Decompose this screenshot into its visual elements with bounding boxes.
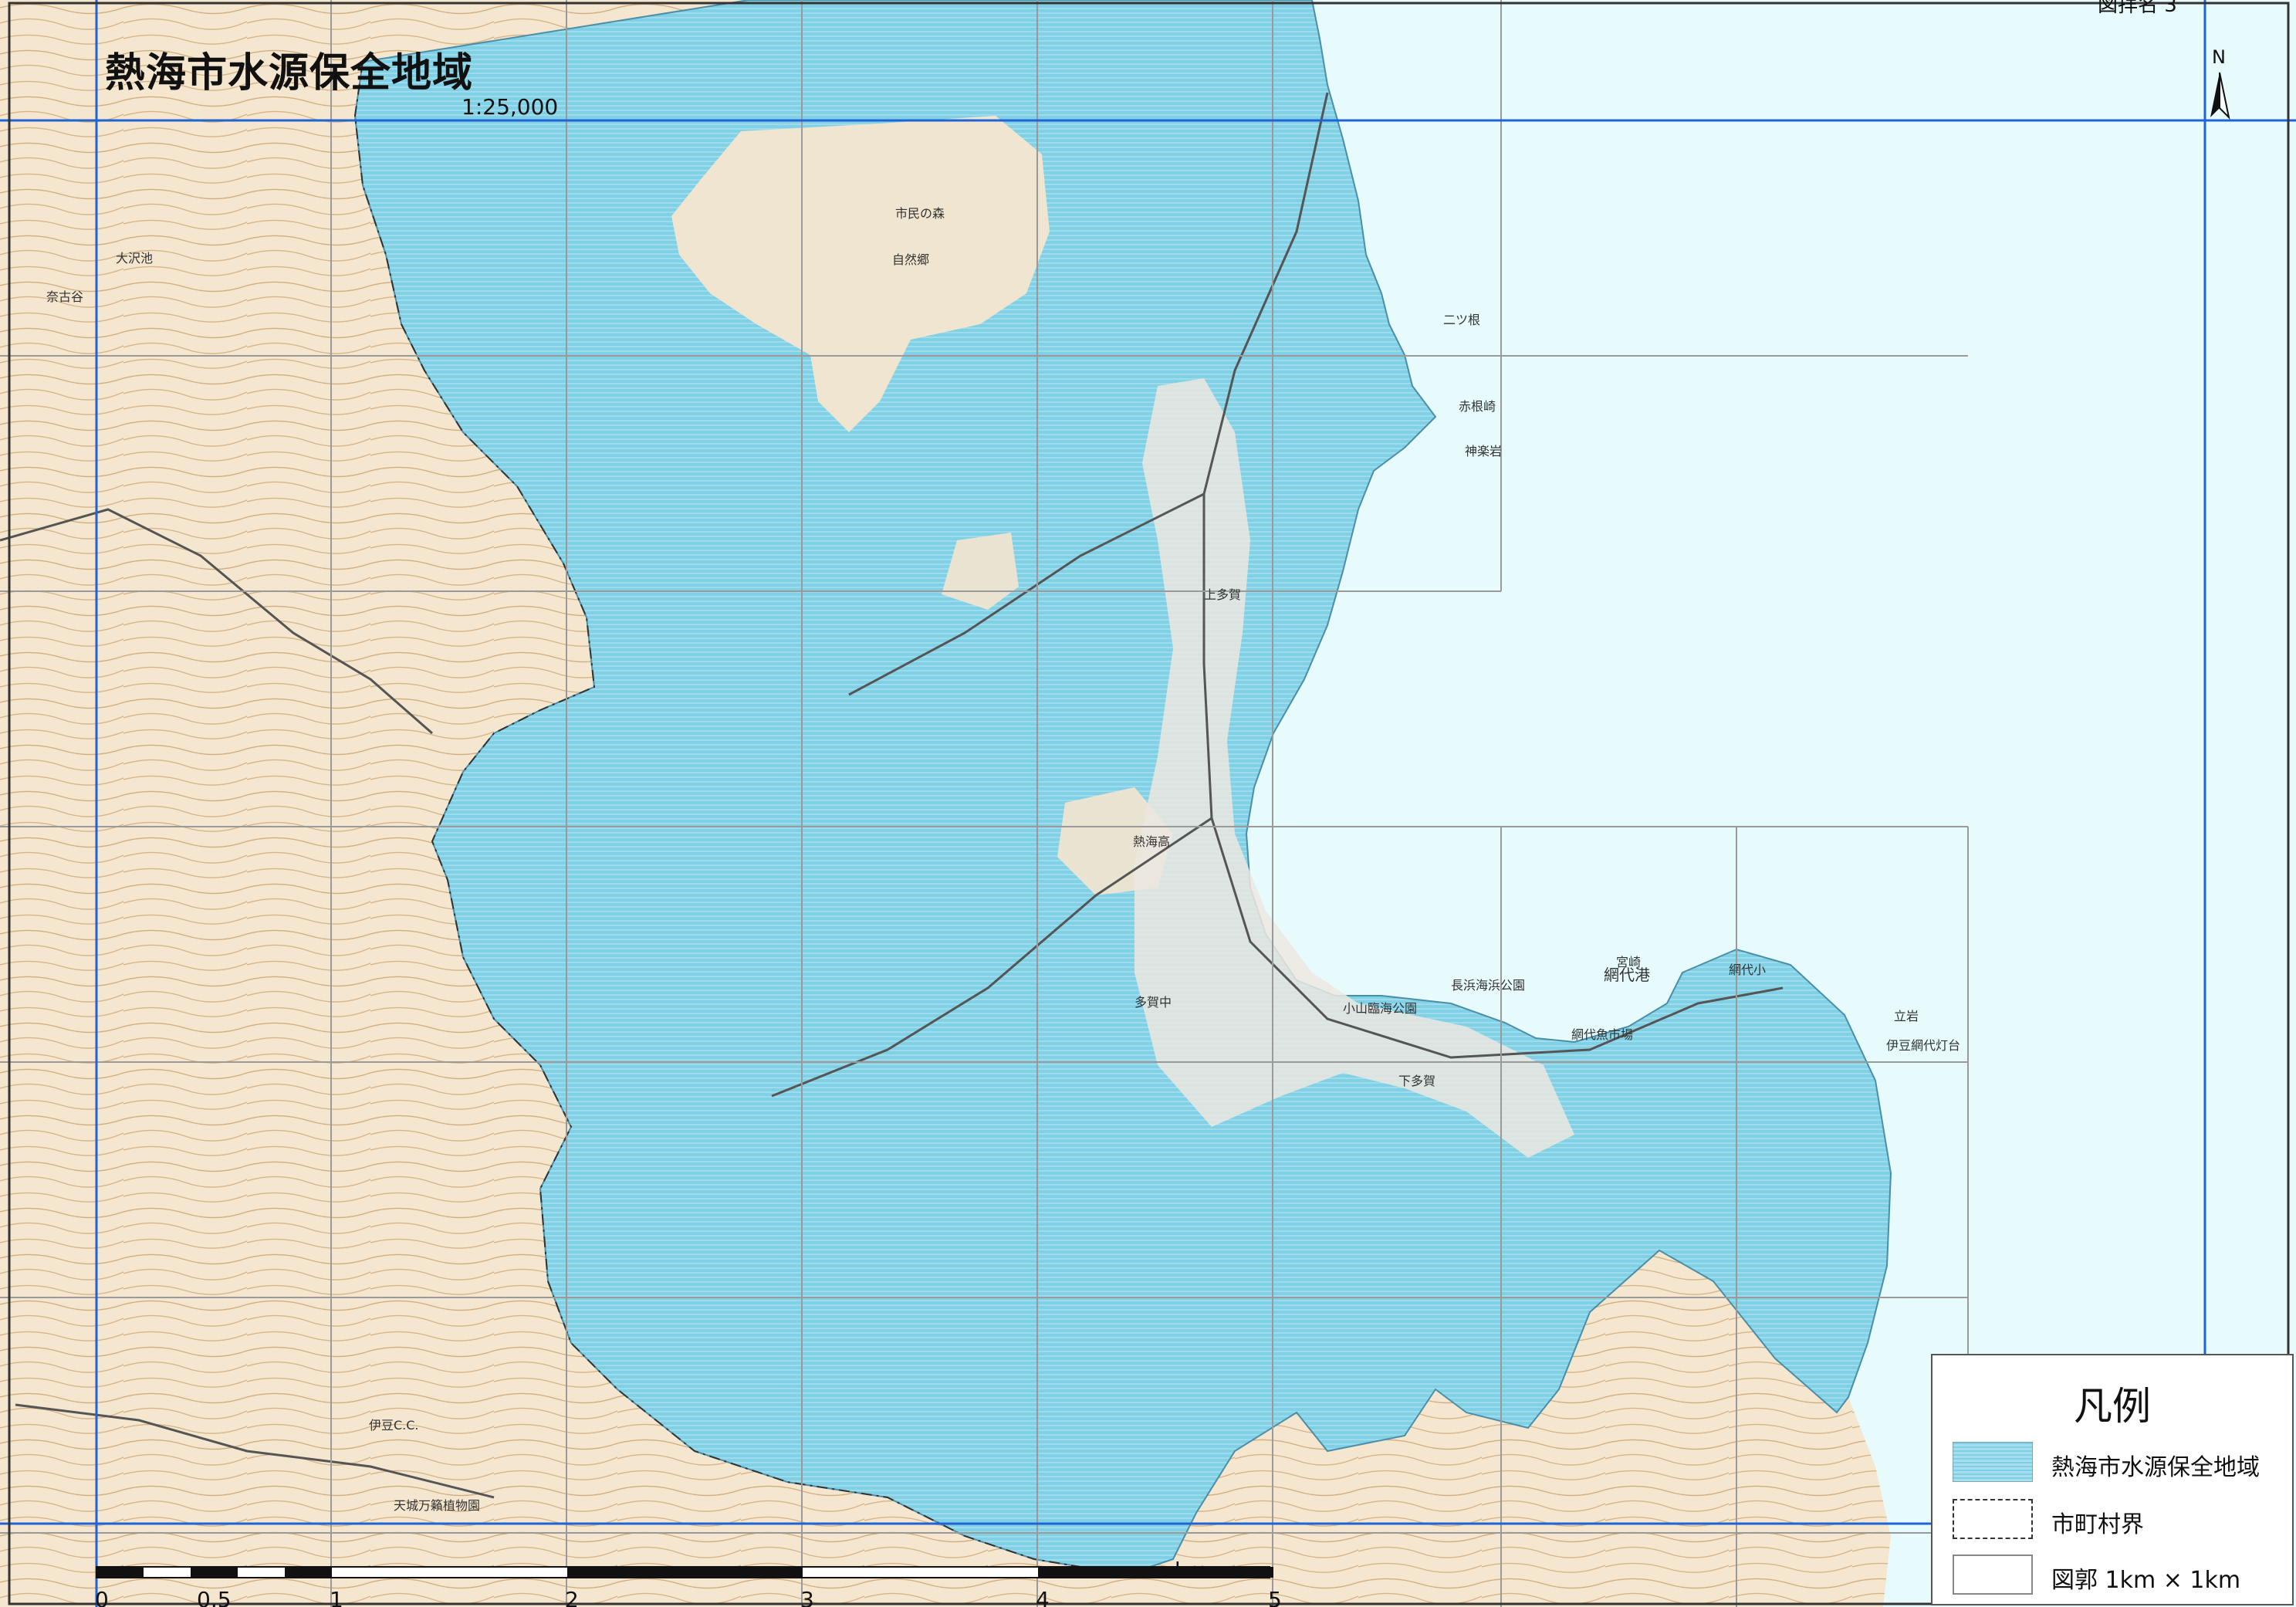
legend-label: 図郭 1km × 1km xyxy=(2051,1567,2241,1594)
scale-tick: 3 xyxy=(800,1587,814,1607)
scale-tick: 2 xyxy=(565,1587,579,1607)
scale-ratio: 1:25,000 xyxy=(462,94,559,120)
roads xyxy=(0,92,1784,1499)
water-zone-swatch xyxy=(1953,1442,2033,1482)
corner-note: 図拝名 3 xyxy=(2098,0,2177,17)
town-area xyxy=(1134,378,1574,1158)
map-title: 熱海市水源保全地域 xyxy=(105,50,474,96)
scale-bar-graphic xyxy=(96,1566,1273,1578)
label-ajiro: 網代港 xyxy=(1604,966,1650,984)
sea-area xyxy=(1246,0,2296,1607)
label-tenjo: 天城万籟植物園 xyxy=(394,1498,480,1513)
label-ajirotoudai: 伊豆網代灯台 xyxy=(1886,1038,1960,1053)
label-kamitaga: 上多賀 xyxy=(1204,587,1241,602)
label-izuhigh: 熱海高 xyxy=(1133,834,1170,849)
scale-tick: 4 xyxy=(1036,1587,1050,1607)
scale-tick: 0.5 xyxy=(197,1587,232,1607)
scale-tick: 0 xyxy=(95,1587,109,1607)
label-kotori: 小山臨海公園 xyxy=(1343,1001,1417,1016)
label-tateiwa: 立岩 xyxy=(1894,1009,1919,1023)
label-ajirohigh: 網代小 xyxy=(1729,963,1766,977)
label-akanemuzaki: 赤根崎 xyxy=(1459,399,1496,414)
north-label: N xyxy=(2212,46,2226,68)
inland-road-1 xyxy=(848,492,1205,696)
label-marine: 長浜海浜公園 xyxy=(1451,978,1525,993)
legend-label: 熱海市水源保全地域 xyxy=(2051,1454,2260,1481)
label-futatsune: 二ツ根 xyxy=(1443,313,1480,327)
label-kagura: 神楽岩 xyxy=(1465,444,1502,458)
label-nishikiga: 市民の森 xyxy=(895,206,945,221)
outer-frame xyxy=(8,2,2290,1605)
scale-tick: 1 xyxy=(330,1587,343,1607)
coastal-road xyxy=(1202,92,1784,1059)
north-arrow-icon xyxy=(2210,72,2230,120)
place-labels: 大沢池 奈古谷 二ツ根 赤根崎 神楽岩 上多賀 熱海高 多賀中 長浜海浜公園 小… xyxy=(46,206,1960,1513)
inland-road-2 xyxy=(771,817,1212,1098)
south-road xyxy=(15,1403,495,1499)
label-izu-cc: 伊豆C.C. xyxy=(369,1418,419,1433)
scale-tick: 5 xyxy=(1268,1587,1282,1607)
label-naraodani: 奈古谷 xyxy=(46,289,83,304)
municipal-boundary xyxy=(353,61,1128,1575)
legend-title: 凡例 xyxy=(2074,1384,2151,1429)
label-miyazaki: 宮崎 xyxy=(1616,955,1641,969)
boundary-swatch xyxy=(1953,1499,2033,1539)
label-taga: 多賀中 xyxy=(1134,995,1172,1010)
legend-item-grid: 図郭 1km × 1km xyxy=(1953,1555,2277,1595)
west-road xyxy=(0,508,433,735)
label-minamitaga: 下多賀 xyxy=(1398,1074,1435,1088)
water-source-zone[interactable] xyxy=(353,0,1892,1576)
legend: 凡例 熱海市水源保全地域 市町村界 図郭 1km × 1km xyxy=(1931,1354,2294,1605)
excluded-hill xyxy=(671,116,1050,432)
scale-unit: km xyxy=(1175,1558,1209,1583)
legend-item-water-zone: 熱海市水源保全地域 xyxy=(1953,1442,2277,1482)
grid-swatch xyxy=(1953,1555,2033,1595)
scale-bar: 0 0.5 1 2 3 4 5 xyxy=(95,1567,1282,1607)
label-shizen: 自然郷 xyxy=(892,252,929,267)
legend-label: 市町村界 xyxy=(2051,1511,2144,1538)
label-ajiro-ichiba: 網代魚市場 xyxy=(1571,1027,1633,1042)
legend-item-boundary: 市町村界 xyxy=(1953,1499,2277,1539)
label-dainichi: 大沢池 xyxy=(116,251,153,266)
